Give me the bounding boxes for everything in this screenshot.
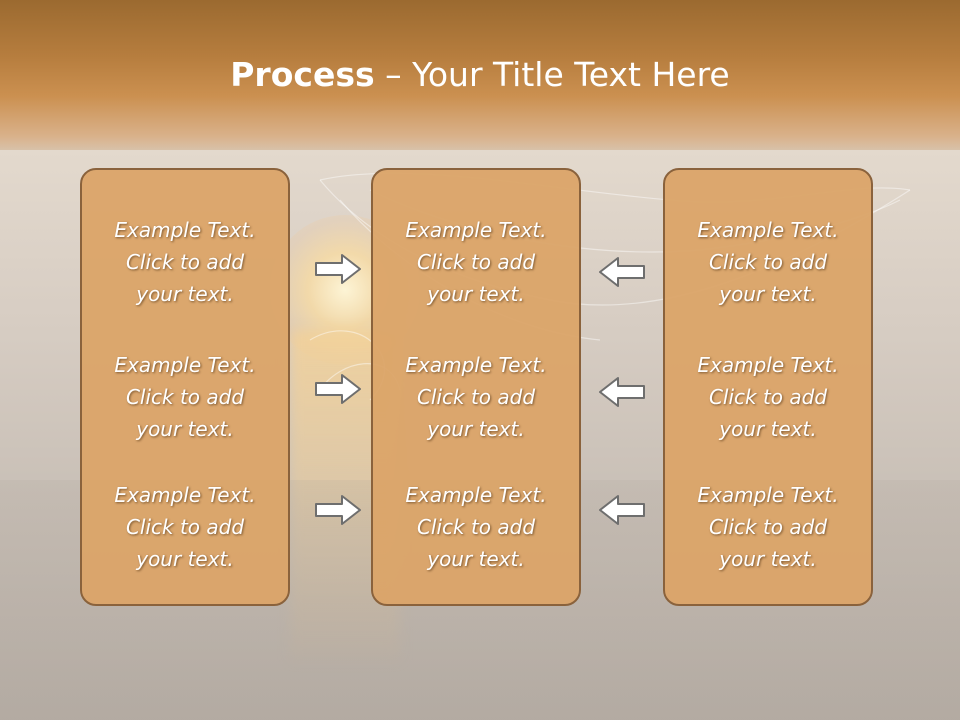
text-placeholder[interactable]: Example Text. Click to add your text. (373, 349, 579, 445)
text-line: Example Text. (405, 353, 547, 377)
text-line: Example Text. (405, 483, 547, 507)
text-line: your text. (427, 547, 525, 571)
text-placeholder[interactable]: Example Text. Click to add your text. (665, 214, 871, 310)
text-line: your text. (136, 547, 234, 571)
text-placeholder[interactable]: Example Text. Click to add your text. (82, 214, 288, 310)
text-line: Click to add (708, 515, 828, 539)
right-arrow-icon[interactable] (314, 252, 362, 286)
text-placeholder[interactable]: Example Text. Click to add your text. (373, 479, 579, 575)
text-line: Example Text. (697, 353, 839, 377)
text-line: your text. (719, 417, 817, 441)
slide-title[interactable]: Process – Your Title Text Here (0, 52, 960, 98)
text-line: Click to add (708, 250, 828, 274)
left-arrow-icon[interactable] (598, 255, 646, 289)
text-line: Example Text. (405, 218, 547, 242)
text-placeholder[interactable]: Example Text. Click to add your text. (82, 479, 288, 575)
text-line: your text. (136, 417, 234, 441)
title-bold-part: Process (230, 55, 375, 94)
text-line: Click to add (125, 250, 245, 274)
text-line: Example Text. (114, 353, 256, 377)
text-line: your text. (719, 282, 817, 306)
text-line: Click to add (708, 385, 828, 409)
process-box-left[interactable]: Example Text. Click to add your text. Ex… (80, 168, 290, 606)
text-line: your text. (427, 417, 525, 441)
text-placeholder[interactable]: Example Text. Click to add your text. (665, 349, 871, 445)
process-box-right[interactable]: Example Text. Click to add your text. Ex… (663, 168, 873, 606)
text-line: your text. (427, 282, 525, 306)
text-line: Click to add (416, 515, 536, 539)
text-line: Click to add (125, 385, 245, 409)
text-line: Click to add (125, 515, 245, 539)
text-line: Click to add (416, 250, 536, 274)
text-placeholder[interactable]: Example Text. Click to add your text. (373, 214, 579, 310)
text-placeholder[interactable]: Example Text. Click to add your text. (665, 479, 871, 575)
text-line: Example Text. (114, 483, 256, 507)
process-box-middle[interactable]: Example Text. Click to add your text. Ex… (371, 168, 581, 606)
text-line: Click to add (416, 385, 536, 409)
text-line: your text. (719, 547, 817, 571)
text-line: Example Text. (697, 218, 839, 242)
right-arrow-icon[interactable] (314, 493, 362, 527)
text-line: Example Text. (114, 218, 256, 242)
right-arrow-icon[interactable] (314, 372, 362, 406)
left-arrow-icon[interactable] (598, 493, 646, 527)
title-band-background (0, 0, 960, 160)
text-line: your text. (136, 282, 234, 306)
title-rest-part: – Your Title Text Here (374, 55, 730, 94)
left-arrow-icon[interactable] (598, 375, 646, 409)
text-line: Example Text. (697, 483, 839, 507)
text-placeholder[interactable]: Example Text. Click to add your text. (82, 349, 288, 445)
